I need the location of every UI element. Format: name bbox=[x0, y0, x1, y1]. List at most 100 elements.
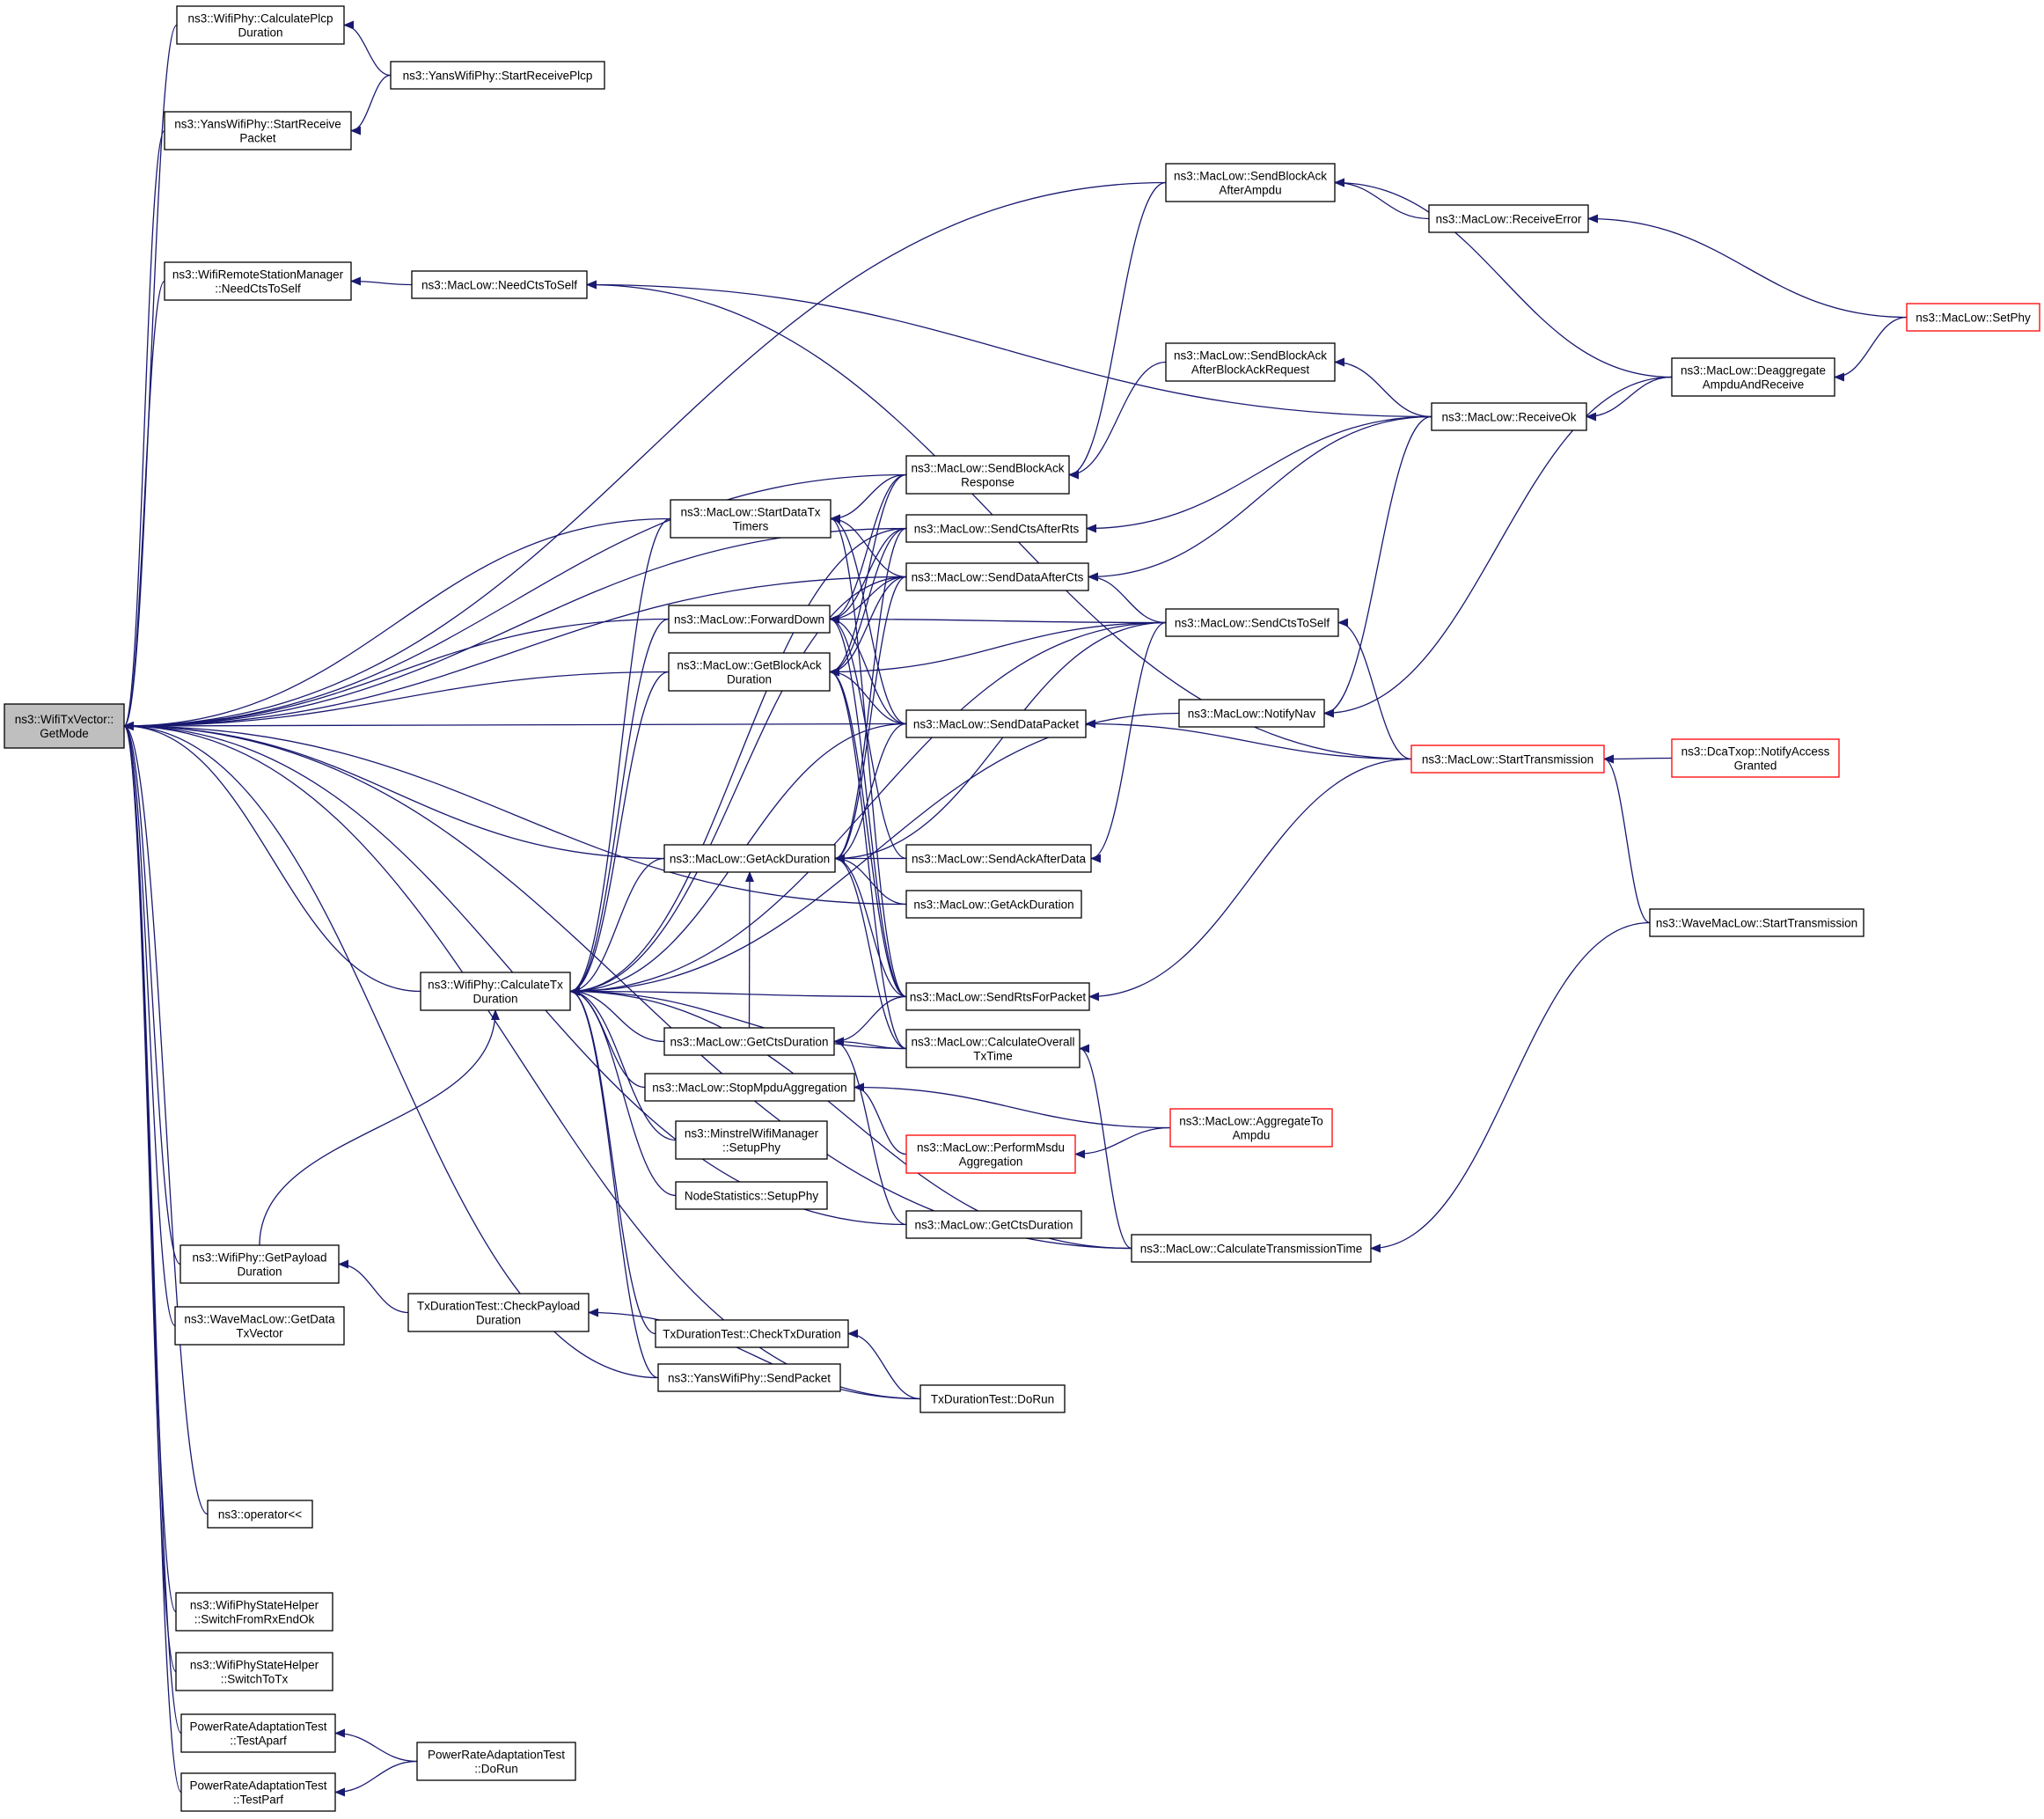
node-calcplcp-label-line-2: Duration bbox=[238, 26, 282, 40]
node-sendctsafterrts-box bbox=[905, 514, 1088, 543]
node-prat_aparf-label-line-1: PowerRateAdaptationTest bbox=[189, 1720, 326, 1734]
node-startdatatx-box bbox=[670, 499, 832, 539]
edge-sendba_resp-to-getmode bbox=[123, 473, 907, 730]
node-getmode-label-line-2: GetMode bbox=[40, 727, 89, 740]
edge-ml_needcts-to-wrsm_needcts bbox=[350, 276, 413, 286]
node-senddatapacket[interactable]: ns3::MacLow::SendDataPacket bbox=[905, 709, 1087, 738]
node-wpsh_rxendok-label-line-1: ns3::WifiPhyStateHelper bbox=[190, 1599, 319, 1612]
node-wrsm_needcts[interactable]: ns3::WifiRemoteStationManager::NeedCtsTo… bbox=[164, 261, 352, 301]
node-prat_aparf-box bbox=[180, 1713, 336, 1753]
node-sendrts[interactable]: ns3::MacLow::SendRtsForPacket bbox=[905, 982, 1090, 1011]
edge-senddataaftercts-to-calctxdur bbox=[569, 576, 907, 996]
node-wpsh_rxendok[interactable]: ns3::WifiPhyStateHelper::SwitchFromRxEnd… bbox=[175, 1592, 333, 1632]
edge-sendba_bareq-to-sendba_resp bbox=[1068, 361, 1167, 480]
node-txdur_dorun[interactable]: TxDurationTest::DoRun bbox=[919, 1384, 1066, 1413]
edge-startdatatx-to-getmode bbox=[123, 517, 671, 730]
node-prat_parf[interactable]: PowerRateAdaptationTest::TestParf bbox=[180, 1772, 336, 1812]
edge-starttx-to-sendrts bbox=[1088, 758, 1412, 1001]
node-starttx[interactable]: ns3::MacLow::StartTransmission bbox=[1410, 744, 1605, 774]
node-getackdur2[interactable]: ns3::MacLow::GetAckDuration bbox=[905, 890, 1082, 919]
node-getbadur-box bbox=[668, 652, 831, 692]
node-receiveok[interactable]: ns3::MacLow::ReceiveOk bbox=[1431, 402, 1587, 431]
node-aggregateto-box bbox=[1169, 1108, 1333, 1148]
node-yans_srplcp[interactable]: ns3::YansWifiPhy::StartReceivePlcp bbox=[390, 61, 605, 90]
node-getctsdur2-box bbox=[905, 1210, 1082, 1239]
node-forwarddown[interactable]: ns3::MacLow::ForwardDown bbox=[668, 605, 831, 634]
node-getackdur2-box bbox=[905, 890, 1082, 919]
node-ml_needcts[interactable]: ns3::MacLow::NeedCtsToSelf bbox=[411, 270, 588, 299]
node-notifynav[interactable]: ns3::MacLow::NotifyNav bbox=[1178, 699, 1325, 728]
edge-getbadur-to-getmode bbox=[123, 671, 670, 730]
edge-minstrel-to-calctxdur bbox=[569, 987, 677, 1141]
node-performmsdu-box bbox=[905, 1134, 1076, 1174]
edge-getctsdur1-to-getackdur1 bbox=[744, 871, 754, 1029]
node-getmode[interactable]: ns3::WifiTxVector::GetMode bbox=[4, 703, 125, 749]
node-senddataaftercts[interactable]: ns3::MacLow::SendDataAfterCts bbox=[905, 562, 1089, 591]
node-sendba_bareq-box bbox=[1165, 342, 1336, 382]
edge-calcoverall-to-getbadur bbox=[829, 667, 907, 1050]
edge-getbadur-to-calctxdur bbox=[569, 671, 670, 996]
node-deaggregate-label-line-2: AmpduAndReceive bbox=[1703, 378, 1805, 392]
node-wrsm_needcts-label-line-2: ::NeedCtsToSelf bbox=[215, 282, 301, 296]
node-prat_aparf[interactable]: PowerRateAdaptationTest::TestAparf bbox=[180, 1713, 336, 1753]
edge-startdatatx-to-calctxdur bbox=[569, 517, 671, 996]
node-setphy[interactable]: ns3::MacLow::SetPhy bbox=[1906, 303, 2040, 332]
node-wpsh_switchtotx[interactable]: ns3::WifiPhyStateHelper::SwitchToTx bbox=[175, 1652, 333, 1691]
node-getackdur1[interactable]: ns3::MacLow::GetAckDuration bbox=[663, 844, 836, 873]
node-getctsdur1[interactable]: ns3::MacLow::GetCtsDuration bbox=[663, 1027, 835, 1056]
node-getpayload-label-line-1: ns3::WifiPhy::GetPayload bbox=[192, 1251, 326, 1265]
node-receiveerror[interactable]: ns3::MacLow::ReceiveError bbox=[1428, 204, 1589, 233]
node-sendackafterdata[interactable]: ns3::MacLow::SendAckAfterData bbox=[905, 844, 1092, 873]
node-wavemaclow_starttx[interactable]: ns3::WaveMacLow::StartTransmission bbox=[1649, 908, 1865, 937]
node-prat_parf-label-line-2: ::TestParf bbox=[233, 1793, 283, 1807]
node-performmsdu-label-line-1: ns3::MacLow::PerformMsdu bbox=[917, 1141, 1065, 1155]
node-prat_dorun[interactable]: PowerRateAdaptationTest::DoRun bbox=[416, 1742, 576, 1781]
node-sendctsafterrts[interactable]: ns3::MacLow::SendCtsAfterRts bbox=[905, 514, 1088, 543]
node-yans_sendpacket[interactable]: ns3::YansWifiPhy::SendPacket bbox=[657, 1363, 841, 1392]
node-txdur_dorun-label-line-1: TxDurationTest::DoRun bbox=[931, 1393, 1054, 1406]
node-nodestats[interactable]: NodeStatistics::SetupPhy bbox=[675, 1181, 828, 1210]
node-sendrts-label-line-1: ns3::MacLow::SendRtsForPacket bbox=[910, 991, 1087, 1004]
node-performmsdu-label-line-2: Aggregation bbox=[959, 1155, 1023, 1169]
node-prat_dorun-label-line-1: PowerRateAdaptationTest bbox=[428, 1749, 565, 1762]
node-sendba_ampdu-box bbox=[1165, 163, 1336, 202]
node-minstrel[interactable]: ns3::MinstrelWifiManager::SetupPhy bbox=[675, 1120, 828, 1160]
node-receiveerror-label-line-1: ns3::MacLow::ReceiveError bbox=[1436, 213, 1582, 226]
node-checktxdur[interactable]: TxDurationTest::CheckTxDuration bbox=[655, 1319, 849, 1348]
edge-wavemaclow_starttx-to-calctranstime bbox=[1370, 921, 1651, 1253]
node-operator-box bbox=[207, 1500, 313, 1529]
node-operator[interactable]: ns3::operator<< bbox=[207, 1500, 313, 1529]
node-senddataaftercts-box bbox=[905, 562, 1089, 591]
edge-yans_srplcp-to-yans_srpacket bbox=[350, 74, 392, 136]
node-nodestats-box bbox=[675, 1181, 828, 1210]
node-calcplcp-label-line-1: ns3::WifiPhy::CalculatePlcp bbox=[187, 12, 333, 26]
edge-receiveok-to-ml_needcts bbox=[586, 280, 1432, 418]
edge-sendctstoself-to-getbadur bbox=[829, 621, 1167, 677]
node-sendctstoself[interactable]: ns3::MacLow::SendCtsToSelf bbox=[1165, 608, 1339, 637]
node-aggregateto-label-line-1: ns3::MacLow::AggregateTo bbox=[1179, 1115, 1323, 1128]
node-stopmpdu[interactable]: ns3::MacLow::StopMpduAggregation bbox=[644, 1073, 855, 1102]
node-calctranstime[interactable]: ns3::MacLow::CalculateTransmissionTime bbox=[1131, 1234, 1372, 1263]
edge-txdur_dorun-to-checktxdur bbox=[847, 1329, 921, 1400]
node-checkpayload-label-line-1: TxDurationTest::CheckPayload bbox=[417, 1300, 580, 1313]
node-sendba_bareq[interactable]: ns3::MacLow::SendBlockAckAfterBlockAckRe… bbox=[1165, 342, 1336, 382]
node-getackdur2-label-line-1: ns3::MacLow::GetAckDuration bbox=[913, 898, 1073, 912]
node-getctsdur2[interactable]: ns3::MacLow::GetCtsDuration bbox=[905, 1210, 1082, 1239]
edge-receiveerror-to-sendba_ampdu bbox=[1334, 178, 1430, 220]
edge-calcoverall-to-calctxdur bbox=[569, 987, 907, 1050]
